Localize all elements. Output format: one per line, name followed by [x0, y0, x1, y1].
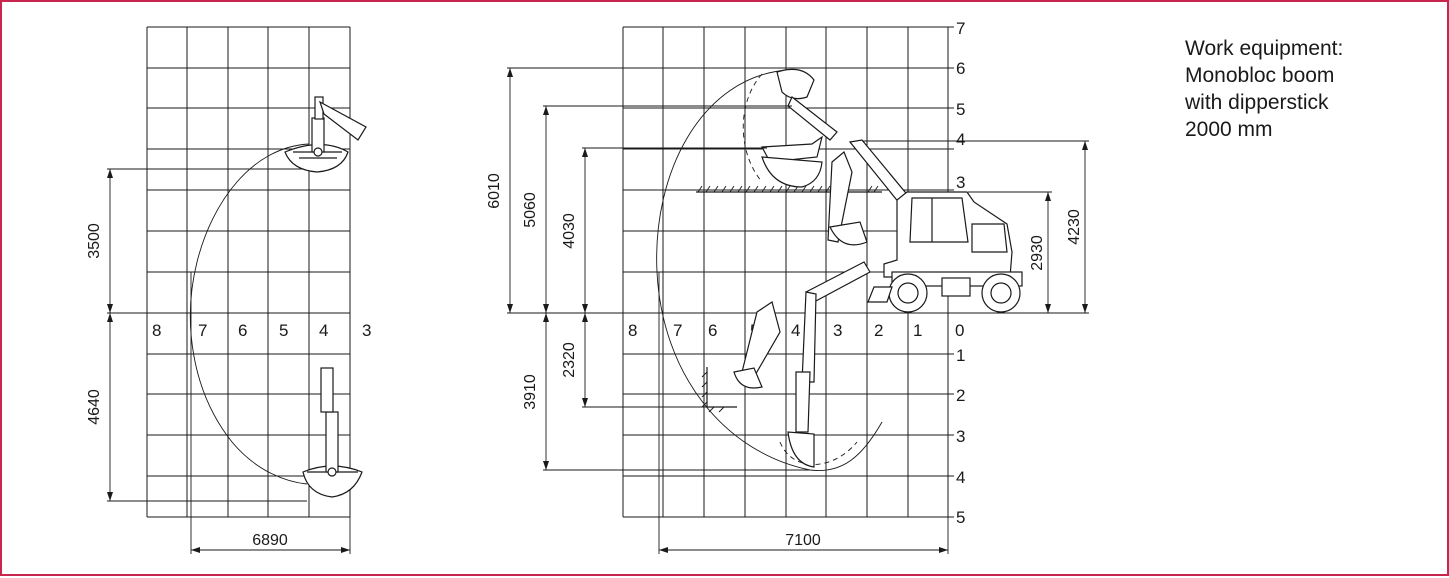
- left-dim-3500: 3500: [86, 223, 103, 259]
- excavator-body: [867, 191, 1023, 313]
- dim-7100: 7100: [785, 532, 821, 549]
- right-dimension-labels: 6010 5060 4030 2320 3910 2930 4230 7100: [486, 173, 1083, 549]
- right-x-label-1: 1: [913, 321, 922, 340]
- left-grid-label-6: 6: [238, 321, 247, 340]
- right-y-label-down-4: 4: [956, 468, 965, 487]
- left-lower-attachment: [302, 367, 363, 498]
- right-y-label-4: 4: [956, 130, 965, 149]
- right-x-label-7: 7: [673, 321, 682, 340]
- right-y-label-7: 7: [956, 19, 965, 38]
- right-x-label-6: 6: [708, 321, 717, 340]
- right-inner-arc: [742, 73, 763, 183]
- right-y-label-down-5: 5: [956, 508, 965, 527]
- right-x-labels: 8 7 6 5 4 3 2 1 0: [628, 321, 964, 340]
- right-dimension-lines: [507, 67, 1089, 554]
- left-dim-4640: 4640: [86, 389, 103, 425]
- dim-5060: 5060: [522, 192, 539, 228]
- right-y-label-down-2: 2: [956, 386, 965, 405]
- right-y-label-down-1: 1: [956, 346, 965, 365]
- dim-4230: 4230: [1066, 209, 1083, 245]
- left-grid-label-3: 3: [362, 321, 371, 340]
- note-line-2: Monobloc boom: [1185, 64, 1335, 87]
- left-dimensions: 3500 4640 6890: [86, 168, 351, 554]
- dim-2320: 2320: [561, 342, 578, 378]
- right-x-label-2: 2: [874, 321, 883, 340]
- left-grid-label-4: 4: [319, 321, 328, 340]
- right-y-label-6: 6: [956, 59, 965, 78]
- left-dim-6890: 6890: [252, 532, 288, 549]
- left-grid-label-8: 8: [152, 321, 161, 340]
- right-y-labels: 7 6 5 4 3 1 2 3 4 5: [956, 19, 965, 527]
- dim-4030: 4030: [561, 213, 578, 249]
- left-grid-label-7: 7: [198, 321, 207, 340]
- left-reach-arc: [189, 143, 310, 485]
- lower-boom: [733, 261, 871, 468]
- note-line-3: with dipperstick: [1185, 91, 1329, 114]
- right-y-label-down-3: 3: [956, 427, 965, 446]
- hatched-wall: [696, 185, 882, 413]
- right-x-label-3: 3: [833, 321, 842, 340]
- right-x-label-8: 8: [628, 321, 637, 340]
- dim-6010: 6010: [486, 173, 503, 209]
- right-bottom-arc: [779, 441, 858, 465]
- right-y-label-5: 5: [956, 100, 965, 119]
- work-equipment-note: Work equipment: Monobloc boom with dippe…: [1185, 35, 1425, 143]
- right-reach-arc: [656, 69, 883, 472]
- raised-boom: [827, 139, 911, 246]
- right-x-label-4: 4: [791, 321, 800, 340]
- note-line-1: Work equipment:: [1185, 37, 1344, 60]
- left-grid: [107, 26, 351, 518]
- note-line-4: 2000 mm: [1185, 118, 1273, 141]
- right-x-label-0: 0: [955, 321, 964, 340]
- left-grid-label-5: 5: [279, 321, 288, 340]
- right-y-label-3: 3: [956, 173, 965, 192]
- upper-buckets: [761, 68, 838, 188]
- dim-2930: 2930: [1029, 235, 1046, 271]
- dim-3910: 3910: [522, 374, 539, 410]
- left-grid-labels: 8 7 6 5 4 3: [152, 321, 371, 340]
- left-upper-attachment: [284, 96, 367, 173]
